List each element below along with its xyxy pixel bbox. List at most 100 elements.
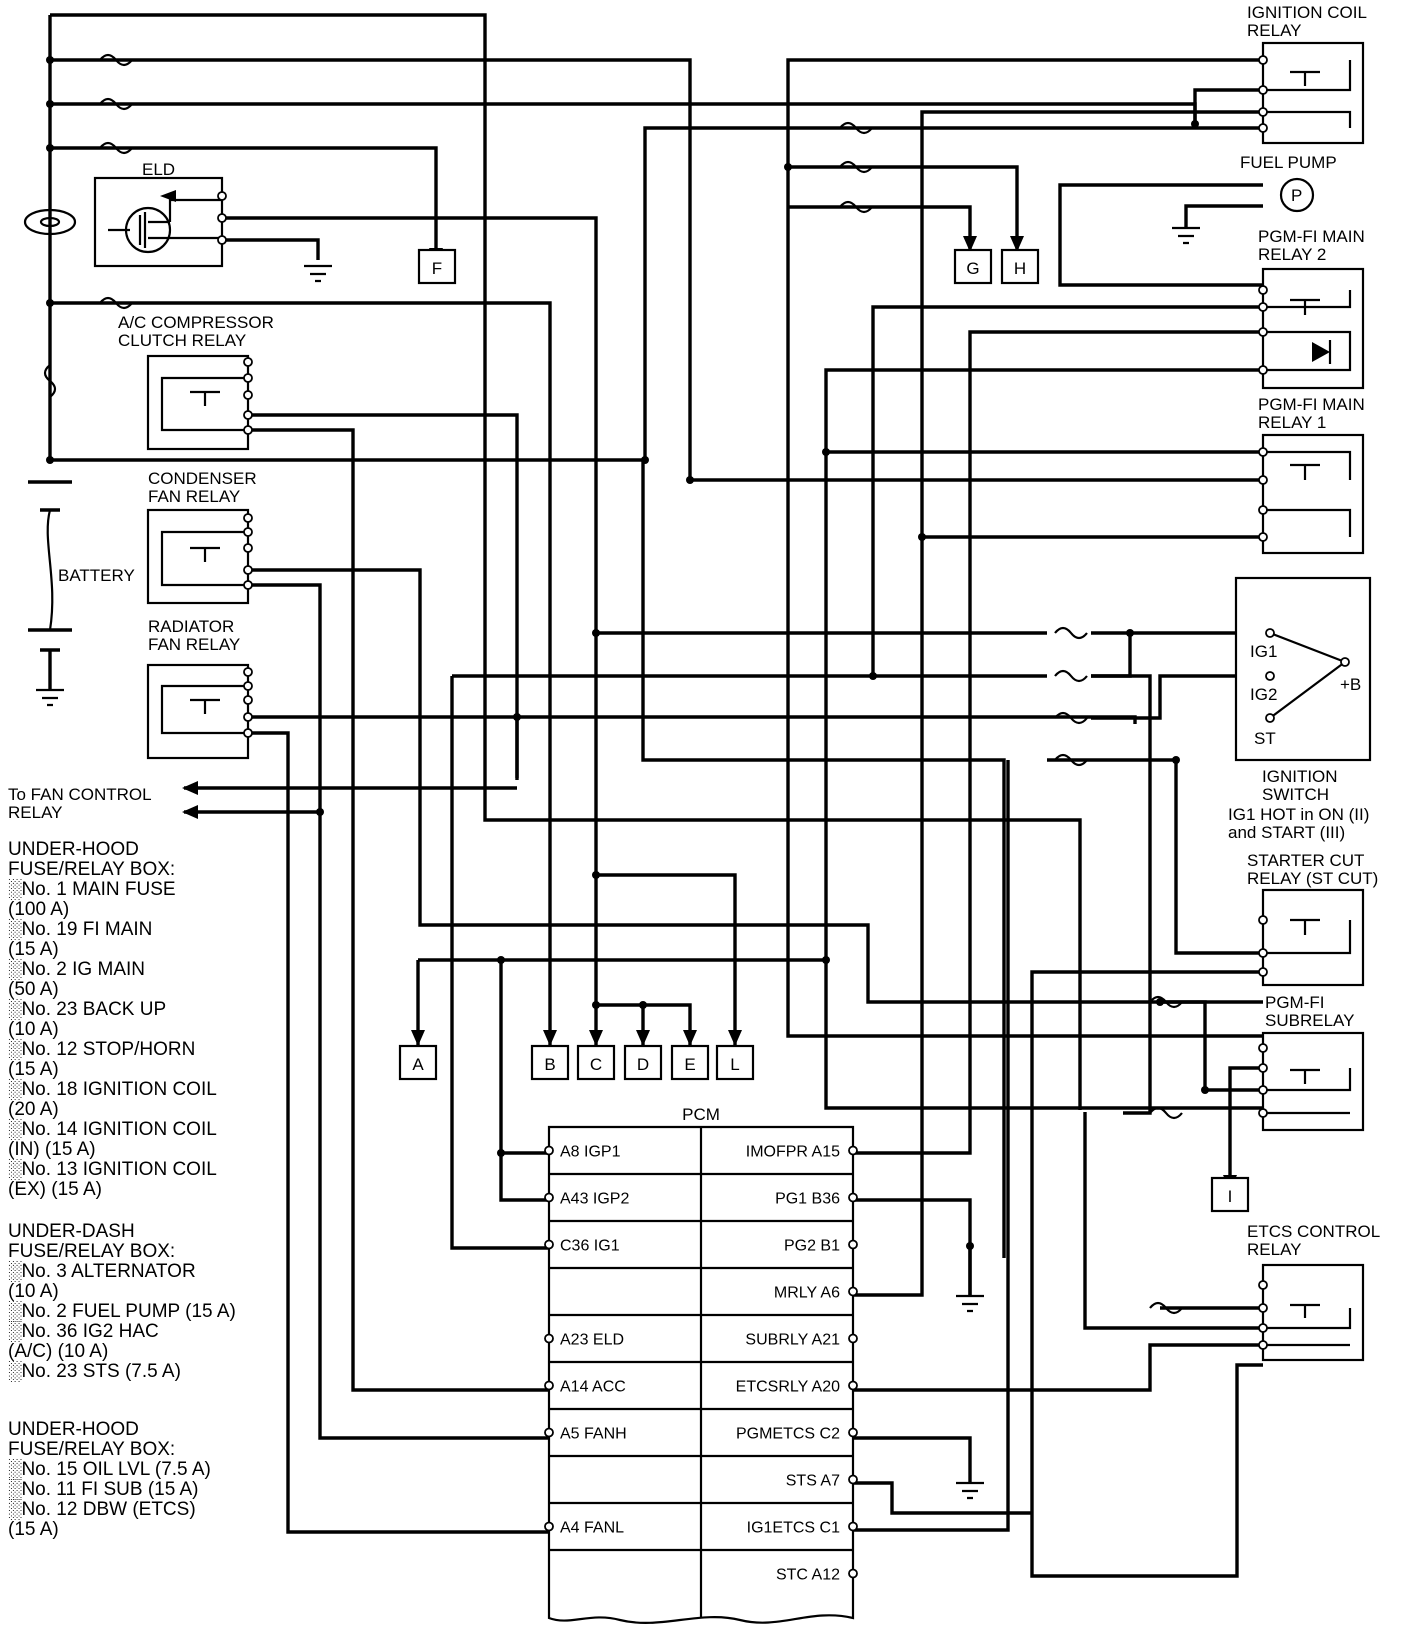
condenser-fan-relay-box (146, 508, 250, 605)
pcm-label: PCM (682, 1105, 720, 1124)
pcm-right-pin-label: STC A12 (776, 1567, 840, 1584)
label-ig2: IG2 (1250, 685, 1277, 704)
terminal-pin (1258, 285, 1268, 295)
terminal-pin (243, 728, 253, 738)
pcm-left-pin (544, 1239, 554, 1250)
label-eld: ELD (142, 160, 175, 179)
pcm-right-pin-label: MRLY A6 (774, 1285, 840, 1302)
connector-c-label: C (590, 1055, 602, 1074)
label-st: ST (1254, 729, 1276, 748)
terminal-pin (1258, 967, 1268, 977)
terminal-pin (1258, 1323, 1268, 1333)
terminal-pin (243, 543, 253, 553)
legend-underdash: UNDER-DASH FUSE/RELAY BOX: ░No. 3 ALTERN… (8, 1221, 236, 1382)
terminal-pin (1265, 671, 1275, 681)
pgm-fi-subrelay-box (1261, 1031, 1365, 1132)
pcm-right-pin (848, 1568, 858, 1579)
terminal-pin (1258, 505, 1268, 515)
pcm-right-pin (848, 1333, 858, 1344)
terminal-pin (1258, 85, 1268, 95)
label-ig1: IG1 (1250, 642, 1277, 661)
terminal-pin (1258, 1280, 1268, 1290)
pcm-right-pin-label: IG1ETCS C1 (747, 1520, 840, 1537)
pgm-fi-main-relay-2-box (1261, 267, 1365, 390)
pcm-left-pin-label: A8 IGP1 (560, 1144, 621, 1161)
terminal-pin (1258, 1063, 1268, 1073)
terminal-pin (1258, 123, 1268, 133)
fuel-pump-symbol: P (1291, 186, 1302, 205)
connector-g-label: G (966, 259, 979, 278)
terminal-pin (243, 580, 253, 590)
pcm-left-pin-label: C36 IG1 (560, 1238, 620, 1255)
connector-l (715, 1044, 755, 1081)
pcm-right-pin (848, 1192, 858, 1203)
legend-underhood-2: UNDER-HOOD FUSE/RELAY BOX: ░No. 15 OIL L… (8, 1419, 211, 1540)
terminal-pin (243, 667, 253, 677)
pcm-right-pin-label: SUBRLY A21 (745, 1332, 840, 1349)
terminal-pin (243, 527, 253, 537)
pcm-left-pin (544, 1380, 554, 1391)
eld-unit (23, 176, 224, 268)
terminal-pin (243, 357, 253, 367)
connector-f (417, 248, 457, 285)
label-fuel-pump: FUEL PUMP (1240, 153, 1337, 172)
ignition-coil-relay-box (1261, 41, 1365, 145)
pcm-right-pin (848, 1286, 858, 1297)
terminal-pin (243, 410, 253, 420)
fuse-icons (43, 53, 1183, 1315)
pcm-left-pin (544, 1427, 554, 1438)
terminal-pin (243, 513, 253, 523)
terminal-pin (243, 681, 253, 691)
pcm-right-pin-label: PG1 B36 (775, 1191, 840, 1208)
terminal-pin (1258, 1108, 1268, 1118)
pcm-left-pin-label: A23 ELD (560, 1332, 624, 1349)
terminal-pin (217, 191, 227, 201)
terminal-pin (243, 565, 253, 575)
terminal-pin (243, 425, 253, 435)
terminal-pin (1258, 365, 1268, 375)
pgm-fi-main-relay-1-box (1261, 433, 1365, 555)
pcm-right-pin-label: STS A7 (786, 1473, 840, 1490)
terminal-pin (1258, 475, 1268, 485)
wires (48, 13, 1337, 1578)
terminal-pin (217, 213, 227, 223)
diode-icon (1312, 342, 1330, 362)
connector-f-label: F (432, 259, 442, 278)
terminal-pin (243, 390, 253, 400)
junctions (46, 56, 1209, 1250)
terminal-pin (1258, 1303, 1268, 1313)
connector-c (576, 1044, 616, 1081)
connector-a (398, 1044, 438, 1081)
terminal-pin (1258, 302, 1268, 312)
terminal-pin (217, 235, 227, 245)
terminal-pin (1265, 628, 1275, 638)
pcm-left-pin-label: A5 FANH (560, 1426, 627, 1443)
connector-e-label: E (684, 1055, 695, 1074)
connector-d (623, 1044, 663, 1081)
battery-symbol (28, 480, 72, 707)
connector-d-label: D (637, 1055, 649, 1074)
radiator-fan-relay-box (146, 663, 250, 760)
pcm-left-pin-label: A4 FANL (560, 1520, 624, 1537)
pcm-right-pin (848, 1474, 858, 1485)
connector-b (530, 1044, 570, 1081)
connector-a-label: A (412, 1055, 424, 1074)
pcm-right-pin-label: PG2 B1 (784, 1238, 840, 1255)
pcm-right-pin (848, 1380, 858, 1391)
terminal-pin (1258, 1340, 1268, 1350)
connector-g (953, 248, 993, 285)
connector-h-label: H (1014, 259, 1026, 278)
ground-icons (304, 226, 1200, 1500)
pcm-left-pin (544, 1521, 554, 1532)
